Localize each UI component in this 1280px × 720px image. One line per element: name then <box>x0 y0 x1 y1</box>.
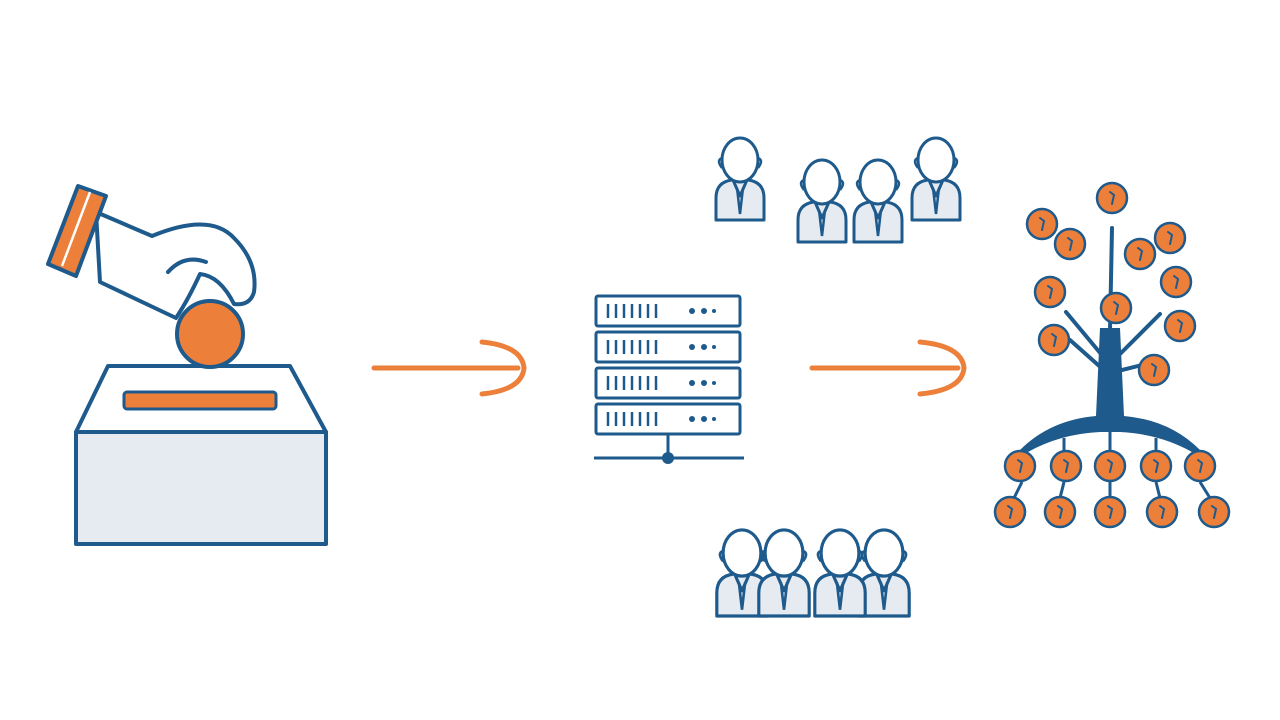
people-group-icon <box>714 136 962 244</box>
people-group-icon <box>715 528 911 618</box>
coin-tree-icon <box>993 181 1231 529</box>
right-arrow-icon <box>371 339 527 397</box>
right-arrow-icon <box>809 339 967 397</box>
server-rack-icon <box>594 294 744 464</box>
ballot-box-with-hand-dropping-coin-icon <box>46 184 328 546</box>
